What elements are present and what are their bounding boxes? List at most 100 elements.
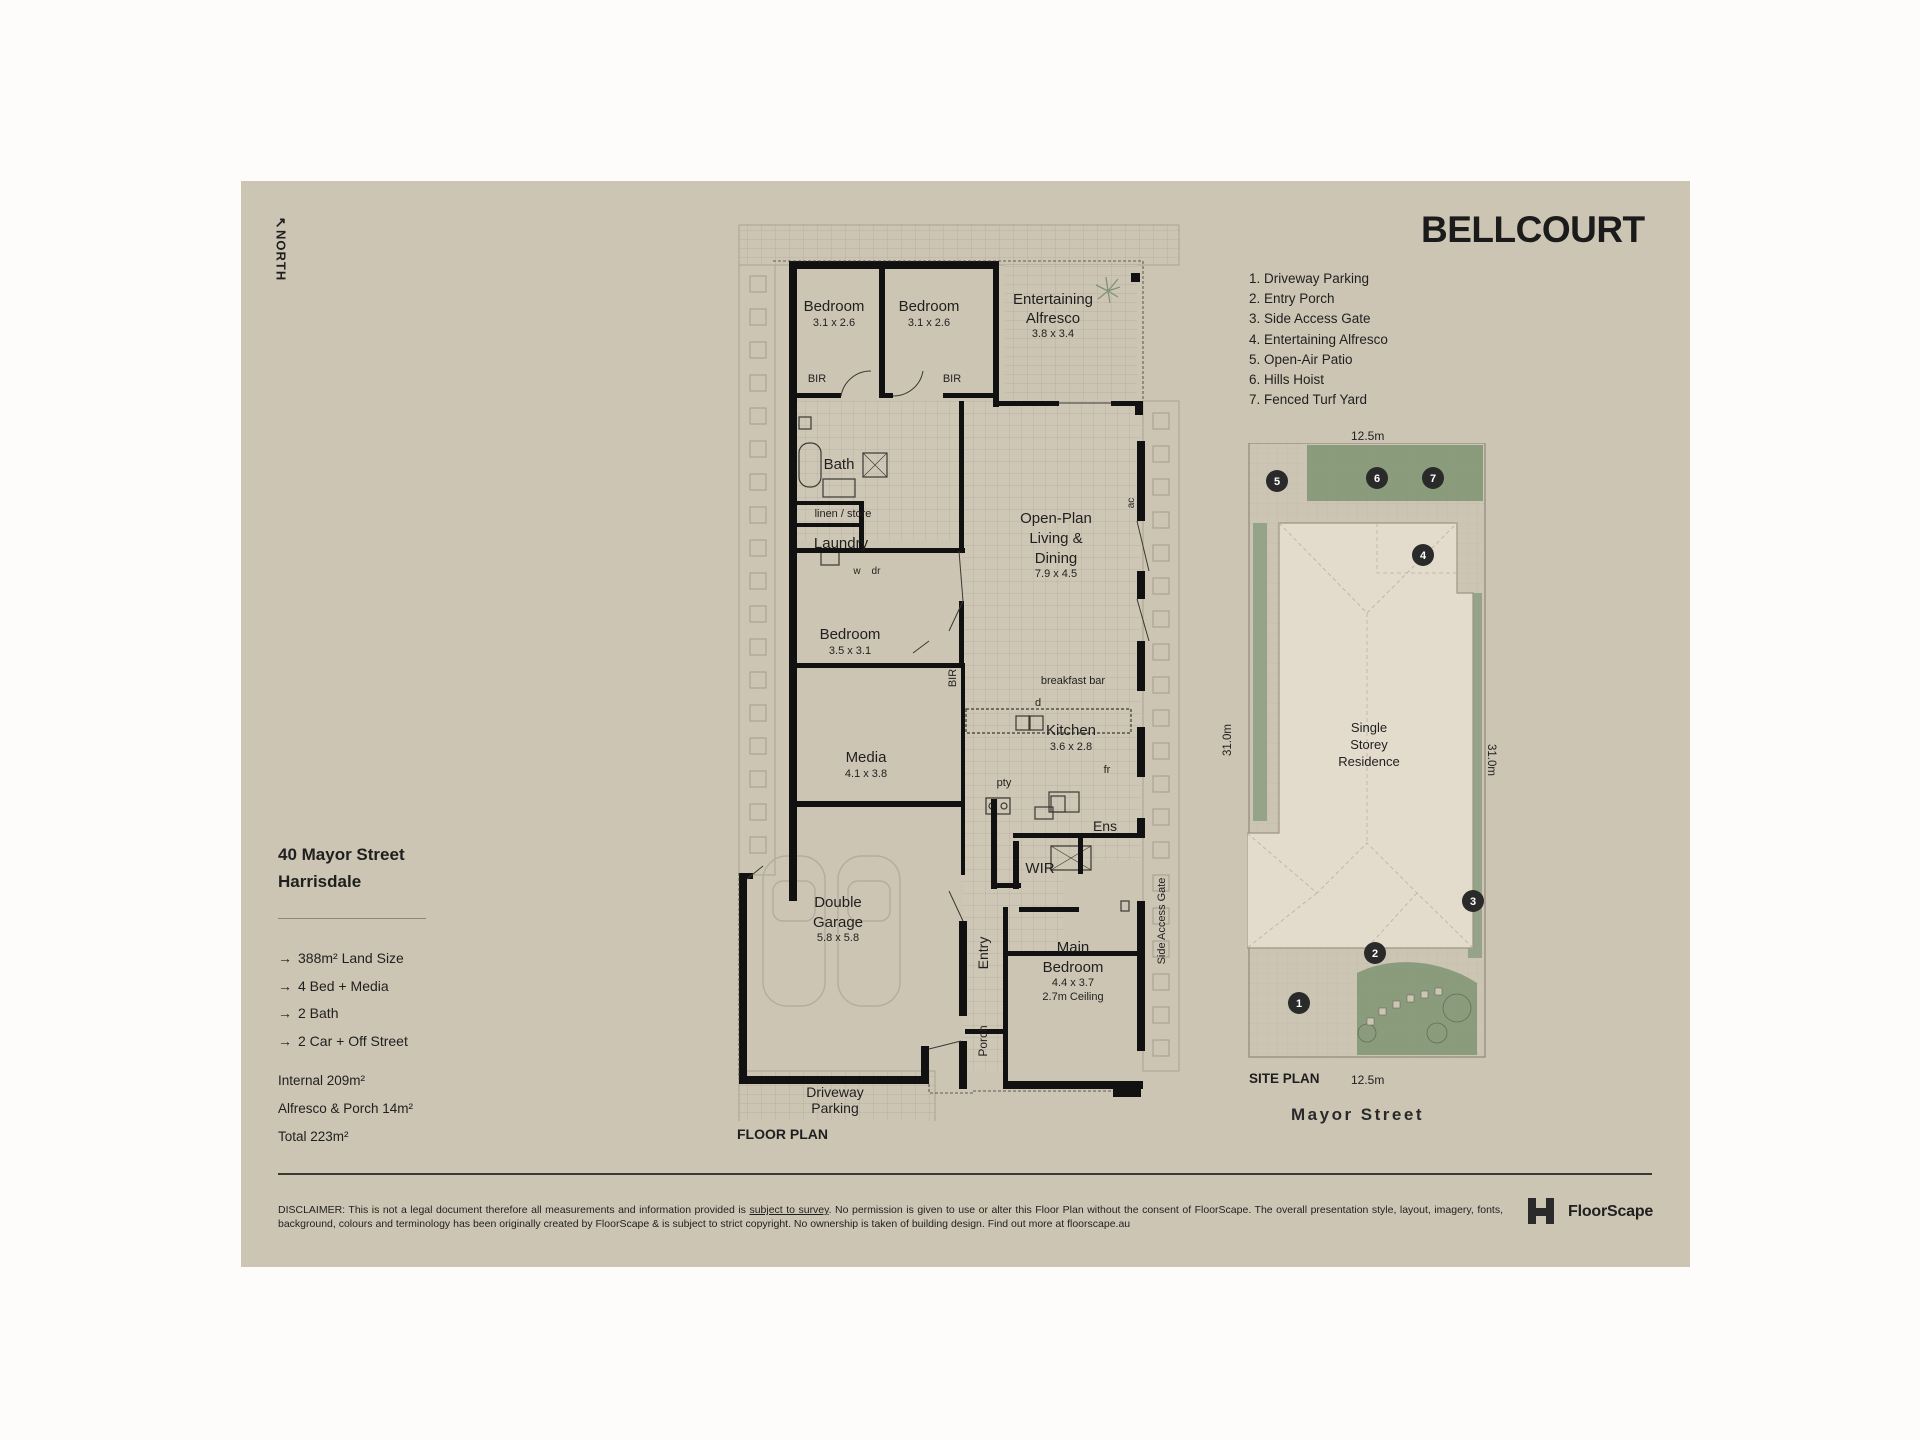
north-indicator: ↗ NORTH [273,215,289,284]
alfresco-dim: 3.8 x 3.4 [1032,328,1074,340]
marker-5-icon [1266,470,1288,492]
stepping-stones [749,275,1170,1057]
site-width-top: 12.5m [1351,429,1385,443]
driveway-label-1: Driveway [806,1084,864,1100]
total-area: Total 223m² [278,1129,349,1144]
feature-list: →388m² Land Size →4 Bed + Media →2 Bath … [278,945,408,1055]
plant-icon [1095,276,1121,304]
arrow-right-icon: → [278,1032,292,1049]
address-street: 40 Mayor Street [278,845,405,864]
floorscape-logo-icon [1528,1198,1554,1224]
marker-4-icon [1412,544,1434,566]
wet-area-tiles [793,401,965,541]
legend-item: 2. Entry Porch [1249,291,1335,307]
rear-paving [738,224,1180,266]
dishwasher-label: d [1035,697,1041,709]
site-depth-left: 31.0m [1222,724,1234,756]
internal-area: Internal 209m² [278,1073,366,1088]
marker-6-icon [1366,467,1388,489]
marker-7-label: 7 [1430,473,1436,485]
bir-label: BIR [943,373,961,385]
street-name: Mayor Street [1291,1105,1424,1124]
garage-label-1: Double [814,894,862,911]
marker-5-label: 5 [1274,476,1280,488]
subject-to-survey-link[interactable]: subject to survey [749,1204,829,1216]
side-path-left [738,264,776,876]
dashed-outlines [738,260,1144,1094]
legend-item: 1. Driveway Parking [1249,271,1370,286]
kitchen-label: Kitchen [1046,722,1096,739]
house-footprint [1247,522,1474,949]
entry-label: Entry [975,937,991,970]
residence-label-3: Residence [1338,754,1399,769]
brand-logo: BELLCOURT [1421,209,1645,250]
feature-item: →388m² Land Size [278,950,404,966]
bedroom-3-label: Bedroom [899,298,960,315]
laundry-label: Laundry [814,535,869,552]
living-label-2: Living & [1029,530,1082,547]
alfresco-label-2: Alfresco [1026,310,1080,327]
address-divider [278,918,426,919]
turf-yard [1307,445,1483,501]
main-bedroom-ceiling: 2.7m Ceiling [1042,991,1103,1003]
residence-label-1: Single [1351,720,1387,735]
feature-item: →4 Bed + Media [278,977,389,994]
arrow-right-icon: → [278,950,292,966]
marker-2-label: 2 [1372,948,1378,960]
site-depth-right: 31.0m [1485,744,1497,776]
doors [746,370,1150,1050]
bedroom-4-label: Bedroom [820,626,881,643]
marker-6-label: 6 [1374,473,1380,485]
garage-dim: 5.8 x 5.8 [817,932,859,944]
feature-item: →2 Car + Off Street [278,1032,408,1049]
pantry-label: pty [997,777,1012,789]
media-dim: 4.1 x 3.8 [845,768,887,780]
main-bedroom-label-2: Bedroom [1043,959,1104,976]
legend-item: 6. Hills Hoist [1249,372,1325,388]
bedroom-2-label: Bedroom [804,298,865,315]
side-path-right [1142,400,1180,1072]
area-summary: Internal 209m² Alfresco & Porch 14m² Tot… [278,1067,413,1151]
dryer-label: dr [872,566,882,577]
bedroom-3-dim: 3.1 x 2.6 [908,317,950,329]
disclaimer-text: DISCLAIMER: This is not a legal document… [278,1204,1503,1230]
living-label-3: Dining [1035,550,1078,567]
main-bedroom-dim: 4.4 x 3.7 [1052,977,1094,989]
front-garden [1357,962,1477,1055]
legend-item: 7. Fenced Turf Yard [1249,392,1368,408]
north-label: NORTH [273,230,289,282]
north-arrow-icon: ↗ [274,214,288,230]
garage-label-2: Garage [813,914,863,931]
marker-1-label: 1 [1296,998,1302,1010]
driveway-label-2: Parking [811,1100,858,1116]
living-label-1: Open-Plan [1020,510,1092,527]
washer-label: w [852,566,861,577]
bedroom-2-dim: 3.1 x 2.6 [813,317,855,329]
arrow-right-icon: → [278,1005,292,1021]
kitchen-dim: 3.6 x 2.8 [1050,741,1092,753]
bedroom-4-dim: 3.5 x 3.1 [829,645,871,657]
garden-bed-left [1253,523,1267,821]
feature-item: →2 Bath [278,1005,339,1021]
property-address: 40 Mayor Street Harrisdale [278,841,405,895]
ac-label: ac [1126,498,1137,509]
legend-item: 3. Side Access Gate [1249,311,1371,327]
address-suburb: Harrisdale [278,872,362,891]
walls [739,261,1145,1097]
marker-3-icon [1462,890,1484,912]
marker-3-label: 3 [1470,896,1476,908]
site-plan-drawing: Single Storey Residence 1 2 3 4 5 6 7 [1247,443,1486,1058]
linen-store-label: linen / store [815,508,872,520]
marker-7-icon [1422,467,1444,489]
alfresco-label-1: Entertaining [1013,291,1093,308]
breakfast-bar-label: breakfast bar [1041,675,1106,687]
marker-2-icon [1364,942,1386,964]
wir-label: WIR [1025,860,1054,877]
car-icons [762,855,901,1007]
marker-1-icon [1288,992,1310,1014]
ensuite-label: Ens [1093,818,1117,834]
alfresco-area: Alfresco & Porch 14m² [278,1101,414,1116]
marker-4-label: 4 [1420,550,1427,562]
residence-label-2: Storey [1350,737,1388,752]
bir-label: BIR [947,669,959,687]
